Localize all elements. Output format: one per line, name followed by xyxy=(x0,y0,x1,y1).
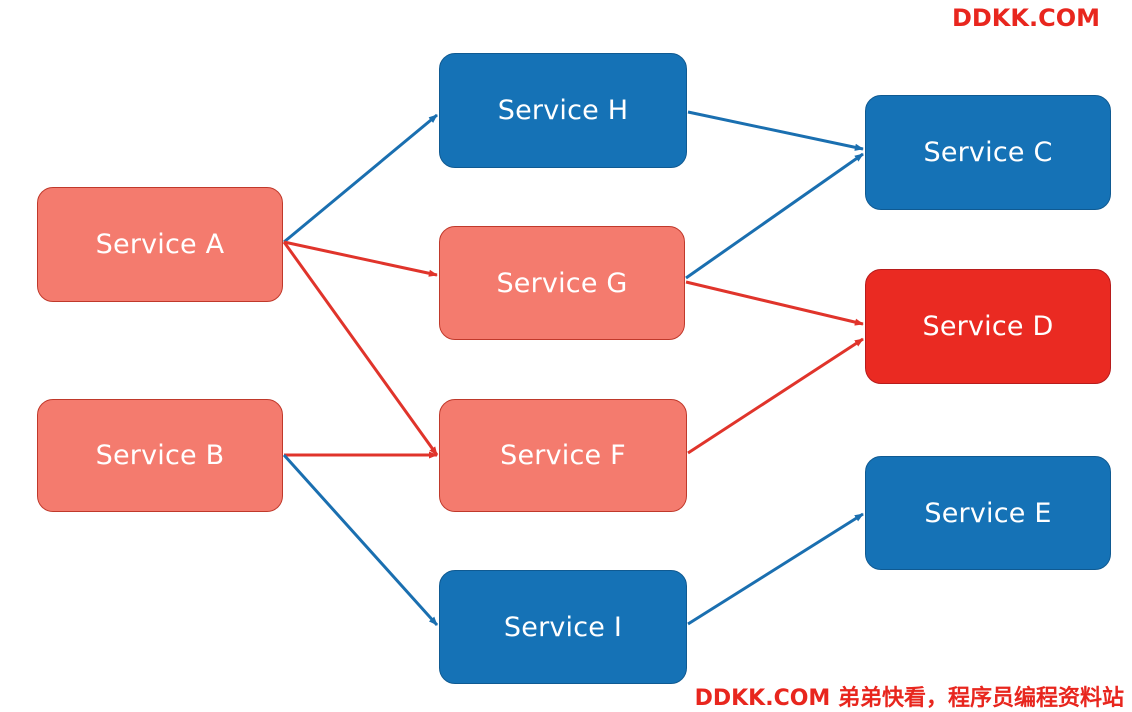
edge-g-to-c xyxy=(685,152,864,280)
node-label: Service H xyxy=(497,95,629,126)
node-service-h: Service H xyxy=(439,53,687,168)
edge-g-to-d xyxy=(685,280,864,326)
node-label: Service A xyxy=(95,229,225,260)
edge-f-to-d xyxy=(687,337,864,455)
node-service-g: Service G xyxy=(439,226,685,340)
node-service-a: Service A xyxy=(37,187,283,302)
node-label: Service I xyxy=(503,611,623,643)
watermark-top: DDKK.COM xyxy=(951,4,1100,32)
node-service-i: Service I xyxy=(439,570,687,684)
node-service-e: Service E xyxy=(865,456,1111,570)
edge-h-to-c xyxy=(687,110,864,151)
node-label: Service F xyxy=(500,440,626,471)
edge-a-to-f xyxy=(282,241,439,456)
node-service-d: Service D xyxy=(865,269,1111,384)
node-label: Service D xyxy=(922,311,1054,342)
node-label: Service G xyxy=(496,267,628,299)
edge-i-to-e xyxy=(687,512,864,626)
node-service-c: Service C xyxy=(865,95,1111,210)
node-service-f: Service F xyxy=(439,399,687,512)
edge-a-to-g xyxy=(283,240,438,277)
watermark-bottom: DDKK.COM 弟弟快看，程序员编程资料站 xyxy=(694,686,1124,711)
edge-b-to-i xyxy=(282,453,439,627)
edge-a-to-h xyxy=(283,113,438,244)
node-label: Service C xyxy=(923,137,1053,168)
node-service-b: Service B xyxy=(37,399,283,512)
node-label: Service B xyxy=(95,440,225,471)
node-label: Service E xyxy=(924,497,1052,529)
